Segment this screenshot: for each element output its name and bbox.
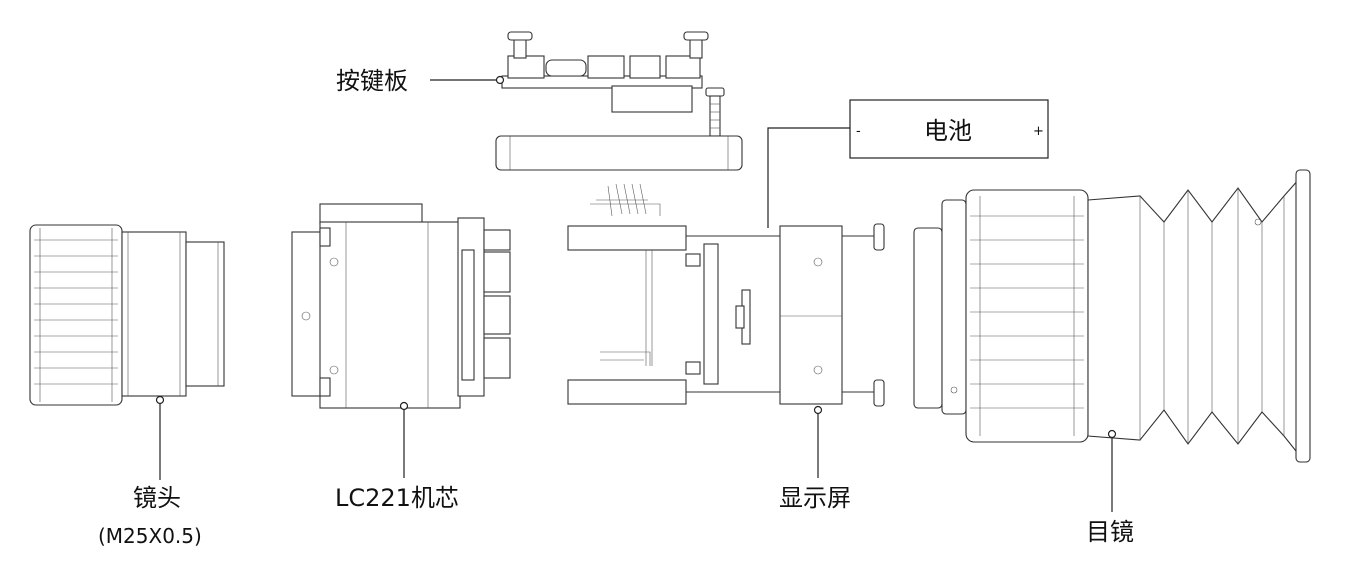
core-module-part (291, 203, 511, 409)
core-label: LC221机芯 (335, 484, 459, 512)
lens-label: 镜头 (133, 484, 181, 512)
lens-spec-label: (M25X0.5) (98, 524, 202, 548)
display-part (567, 183, 885, 407)
display-label: 显示屏 (779, 484, 851, 512)
keypad-label: 按键板 (336, 67, 408, 95)
keypad-part (501, 31, 725, 137)
battery-plus-sign: + (1033, 124, 1044, 139)
eyepiece-label: 目镜 (1086, 518, 1134, 546)
battery-label: 电池 (924, 117, 972, 145)
leader-lines (155, 75, 1117, 512)
battery-label-box (849, 99, 1049, 159)
lens-part (29, 224, 225, 406)
eyepiece-part (913, 169, 1311, 463)
battery-cell-part (495, 135, 743, 171)
battery-minus-sign: - (856, 124, 861, 139)
